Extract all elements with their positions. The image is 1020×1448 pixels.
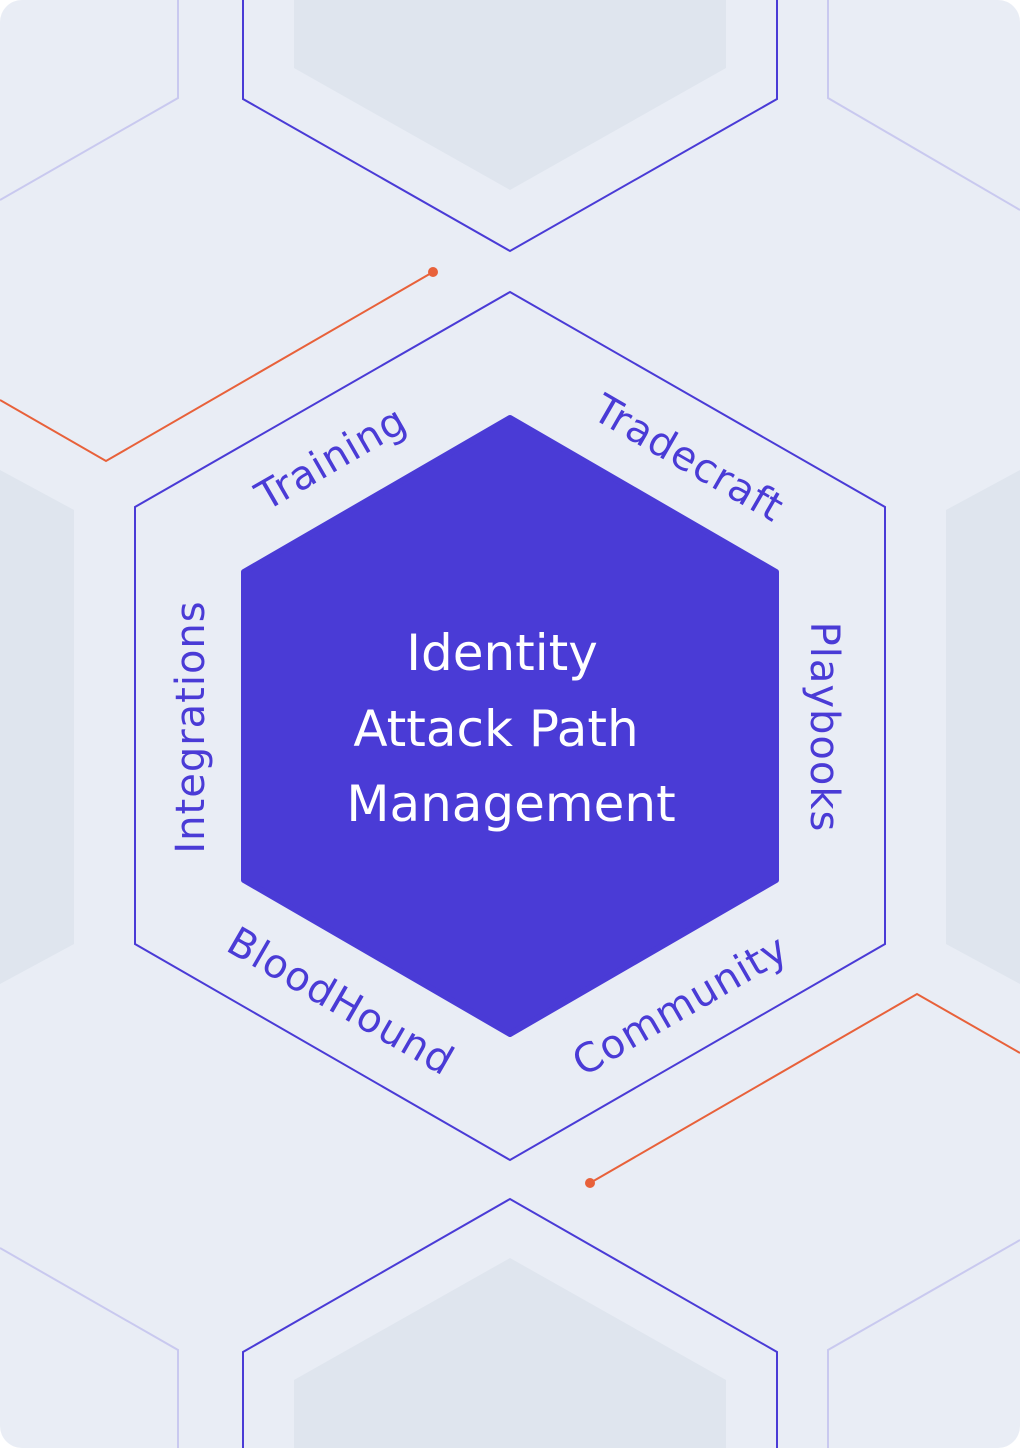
bg-tile-top (294, 0, 726, 190)
bg-tile-right (946, 470, 1020, 984)
bg-tile-left (0, 470, 74, 984)
label-playbooks: Playbooks (801, 622, 847, 833)
bg-tile-bottom (294, 1258, 726, 1448)
connector-top-dot (428, 267, 438, 277)
label-integrations: Integrations (168, 600, 214, 853)
center-title: Identity Attack Path Management (346, 624, 675, 833)
faint-hex-bottom-left (0, 1247, 179, 1448)
hex-outline-bottom (242, 1197, 778, 1448)
hex-outline-main (134, 290, 886, 1162)
center-hexagon (241, 415, 779, 1037)
connector-bottom-dot (585, 1178, 595, 1188)
connector-top (0, 271, 434, 463)
connector-bottom (589, 992, 1020, 1184)
faint-hex-bottom-right (827, 1239, 1020, 1448)
faint-hex-top-right (827, 0, 1020, 211)
center-title-line-1: Identity (406, 624, 598, 682)
center-title-line-3: Management (346, 775, 675, 833)
faint-hex-top-left (0, 0, 179, 201)
center-title-line-2: Attack Path (353, 700, 638, 758)
hex-outline-top (242, 0, 778, 253)
